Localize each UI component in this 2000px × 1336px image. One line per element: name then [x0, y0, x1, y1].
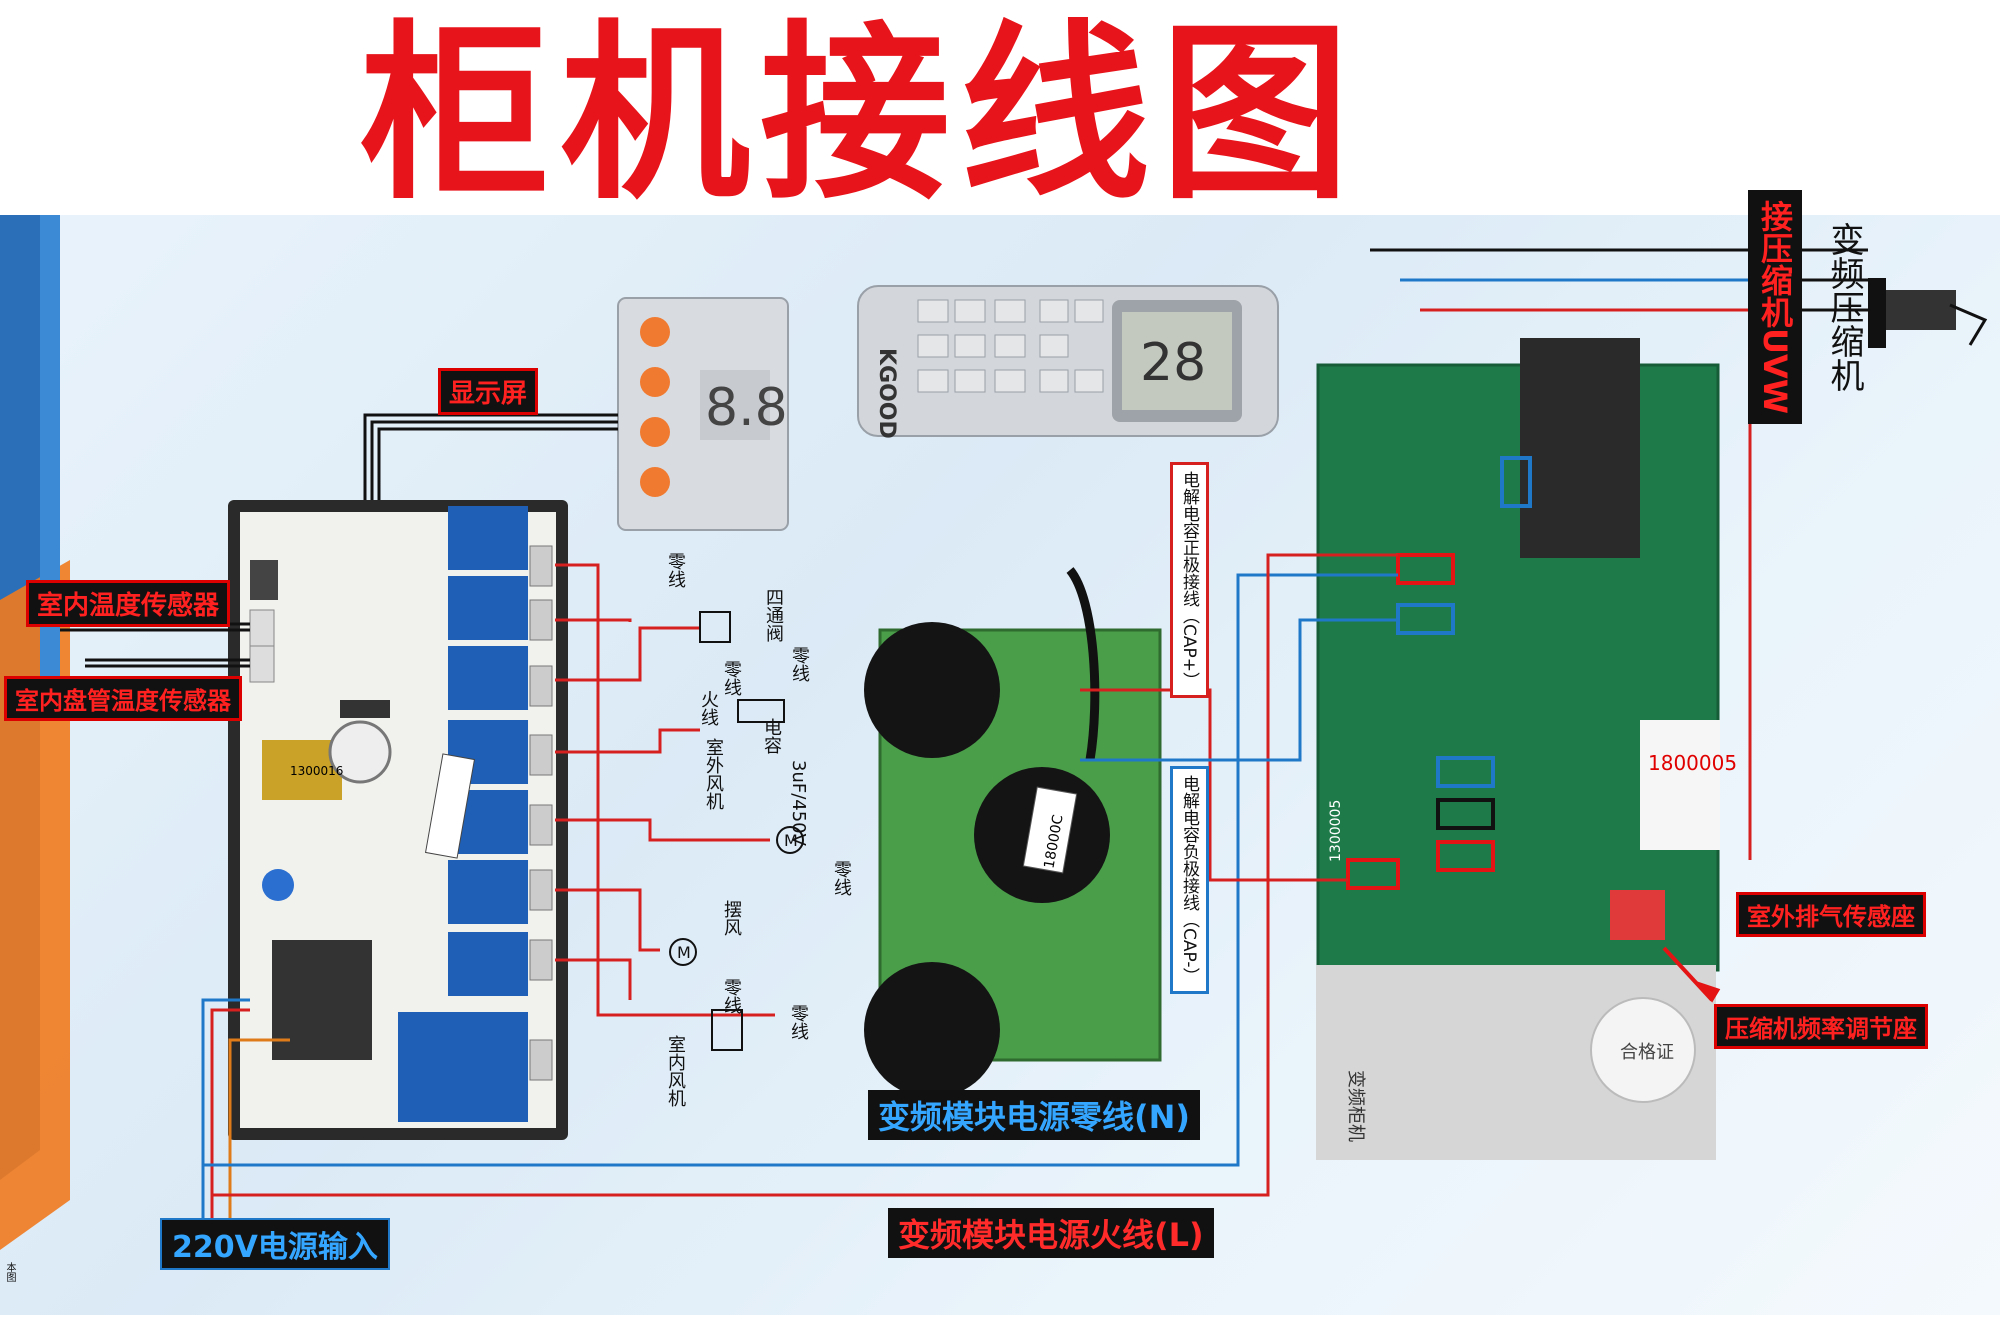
- label-neutral-6: 零线: [788, 1004, 809, 1040]
- label-live: 火线: [698, 690, 719, 726]
- module-neutral-label: 变频模块电源零线(N): [868, 1090, 1201, 1140]
- capacitor-3: [864, 962, 1000, 1098]
- label-neutral-1: 零线: [665, 552, 686, 588]
- inverter-board: 1800005 合格证 变频柜机 1300005: [1316, 338, 1737, 1160]
- cabinet-label: 变频柜机: [1345, 1070, 1366, 1142]
- display-label: 显示屏: [438, 368, 539, 415]
- capacitor-1: [864, 622, 1000, 758]
- remote-display: 28: [1140, 333, 1206, 393]
- board-capacitor: [262, 869, 294, 901]
- capacitor-symbol: [737, 699, 785, 723]
- indoor-temp-sensor-label: 室内温度传感器: [26, 580, 231, 627]
- label-outdoor-fan: 室外风机: [703, 738, 724, 810]
- inverter-code: 1300005: [1328, 800, 1344, 862]
- four-way-valve-symbol: [699, 611, 731, 643]
- motor-symbol-1: M: [784, 831, 798, 850]
- inverter-compressor-label: 变频压缩机: [1824, 222, 1864, 392]
- label-neutral-2: 零线: [721, 660, 742, 696]
- page-title: 柜机接线图: [360, 4, 1361, 225]
- board-sticker-2: [424, 753, 476, 859]
- label-swing: 摆风: [721, 900, 742, 936]
- label-indoor-fan: 室内风机: [665, 1035, 686, 1107]
- board-connectors: [249, 545, 553, 1081]
- cert-label: 合格证: [1620, 1042, 1674, 1063]
- remote-brand: KGOOD: [874, 348, 899, 439]
- compressor-freq-socket-label: 压缩机频率调节座: [1714, 1004, 1928, 1049]
- motor-symbol-2: M: [677, 943, 691, 962]
- inverter-heatsink: [1520, 338, 1640, 558]
- dip-switch: [1610, 890, 1665, 940]
- compressor-uvw-label: 接压缩机UVW: [1748, 190, 1802, 425]
- board-sticker-1: 1300016: [290, 764, 343, 778]
- swing-motor-symbol: [669, 938, 697, 966]
- label-capacitor: 电容: [761, 718, 782, 754]
- power-input-label: 220V电源输入: [160, 1218, 390, 1270]
- label-neutral-5: 零线: [721, 978, 742, 1014]
- indoor-coil-sensor-label: 室内盘管温度传感器: [4, 676, 242, 721]
- relay-column: [272, 506, 528, 1122]
- capacitor-board: 18000C: [864, 567, 1162, 1098]
- outdoor-exhaust-sensor-label: 室外排气传感座: [1736, 892, 1926, 937]
- inverter-sticker: 1800005: [1648, 751, 1737, 775]
- cap-negative-label: 电解电容负极接线（CAP-）: [1170, 766, 1209, 994]
- corner-note: 本图: [4, 1262, 15, 1282]
- module-live-label: 变频模块电源火线(L): [888, 1208, 1214, 1258]
- label-four-way-valve: 四通阀: [763, 588, 784, 642]
- board-crystal: [328, 720, 392, 784]
- label-cap-rating: 3uF/450V: [788, 760, 809, 846]
- remote-control: 28 KGOOD: [857, 285, 1279, 439]
- display-digits: 8.8: [705, 378, 788, 438]
- control-board: 1300016: [228, 500, 568, 1140]
- left-decor-stripes: [0, 215, 70, 1250]
- label-neutral-4: 零线: [831, 860, 852, 896]
- indoor-fan-symbol: [711, 1009, 743, 1051]
- compressor-icon: [1868, 278, 1988, 348]
- label-neutral-3: 零线: [789, 646, 810, 682]
- outdoor-fan-motor-symbol: [776, 826, 804, 854]
- wiring-symbols: [669, 611, 804, 1051]
- display-panel: 8.8: [617, 297, 789, 531]
- cap-positive-label: 电解电容正极接线（CAP+）: [1170, 462, 1209, 698]
